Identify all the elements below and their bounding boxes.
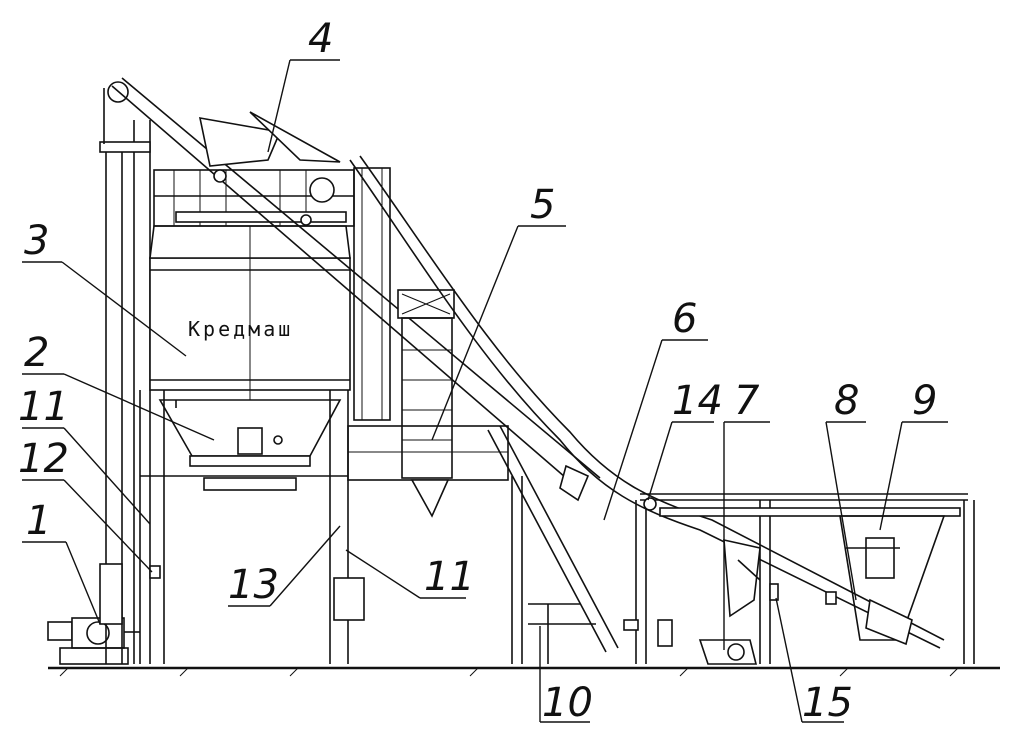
- callout-12: 12: [18, 436, 69, 482]
- callout-5: 5: [530, 182, 555, 228]
- callout-1: 1: [26, 498, 51, 544]
- upper-inclined-conveyor: [111, 77, 601, 491]
- crusher-unit: [698, 538, 761, 665]
- elevator-mast: [99, 81, 151, 664]
- callout-2: 2: [24, 330, 49, 376]
- access-ladder: [487, 425, 619, 664]
- leader-lines: [22, 59, 948, 723]
- brand-text: Кредмаш: [188, 317, 293, 341]
- discharge-cone: [158, 399, 342, 491]
- callout-9: 9: [912, 378, 937, 424]
- misc-equipment: [623, 583, 837, 647]
- callout-13: 13: [228, 562, 279, 608]
- feeder-unit: [839, 515, 946, 646]
- canopy-frame: [635, 493, 975, 664]
- ground-line: [48, 666, 1000, 677]
- callout-4: 4: [308, 16, 333, 62]
- support-columns: [139, 390, 365, 664]
- callout-10: 10: [542, 680, 593, 726]
- callout-8: 8: [834, 378, 859, 424]
- callout-11-right: 11: [424, 554, 475, 600]
- work-platform: [347, 289, 509, 518]
- callout-14: 14: [672, 378, 723, 424]
- callout-3: 3: [24, 218, 49, 264]
- callout-15: 15: [802, 680, 853, 726]
- callout-6: 6: [672, 296, 697, 342]
- storage-hopper: [149, 225, 351, 460]
- callout-7: 7: [734, 378, 760, 424]
- callout-11-left: 11: [18, 384, 69, 430]
- drive-unit: [47, 617, 140, 665]
